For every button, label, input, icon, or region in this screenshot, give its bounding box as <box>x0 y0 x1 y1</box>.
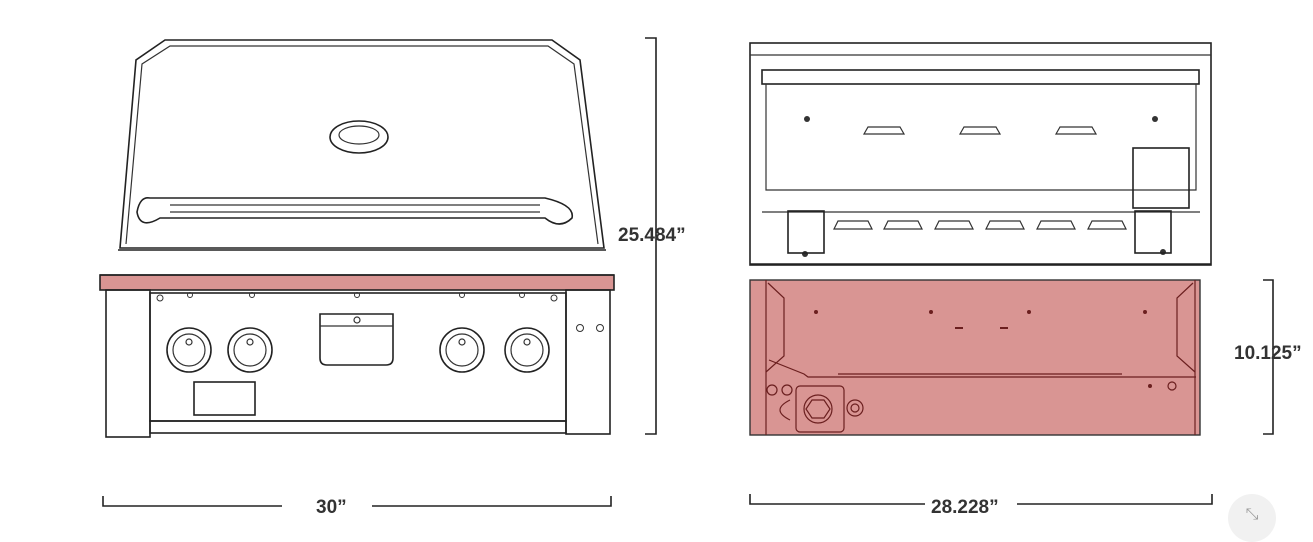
control-panel <box>149 292 567 422</box>
ignition-panel <box>319 313 394 366</box>
grill-dimension-diagram: 25.484” 30” <box>99 37 1302 518</box>
countertop-highlight <box>99 274 615 291</box>
front-width-label: 30” <box>316 497 347 518</box>
label-plate <box>193 381 256 416</box>
front-height-label: 25.484” <box>618 225 686 246</box>
control-knobs <box>166 327 550 373</box>
grill-front-view <box>99 39 615 438</box>
exit-fullscreen-button[interactable]: ⤡ <box>1228 494 1276 542</box>
back-width-label: 28.228” <box>931 497 999 518</box>
cutout-highlight <box>749 279 1201 436</box>
lid-handle <box>136 196 574 225</box>
grill-back-view <box>749 42 1212 436</box>
lid-thermometer <box>329 120 389 154</box>
compress-icon: ⤡ <box>1245 506 1259 523</box>
cutout-height-label: 10.125” <box>1234 343 1302 364</box>
